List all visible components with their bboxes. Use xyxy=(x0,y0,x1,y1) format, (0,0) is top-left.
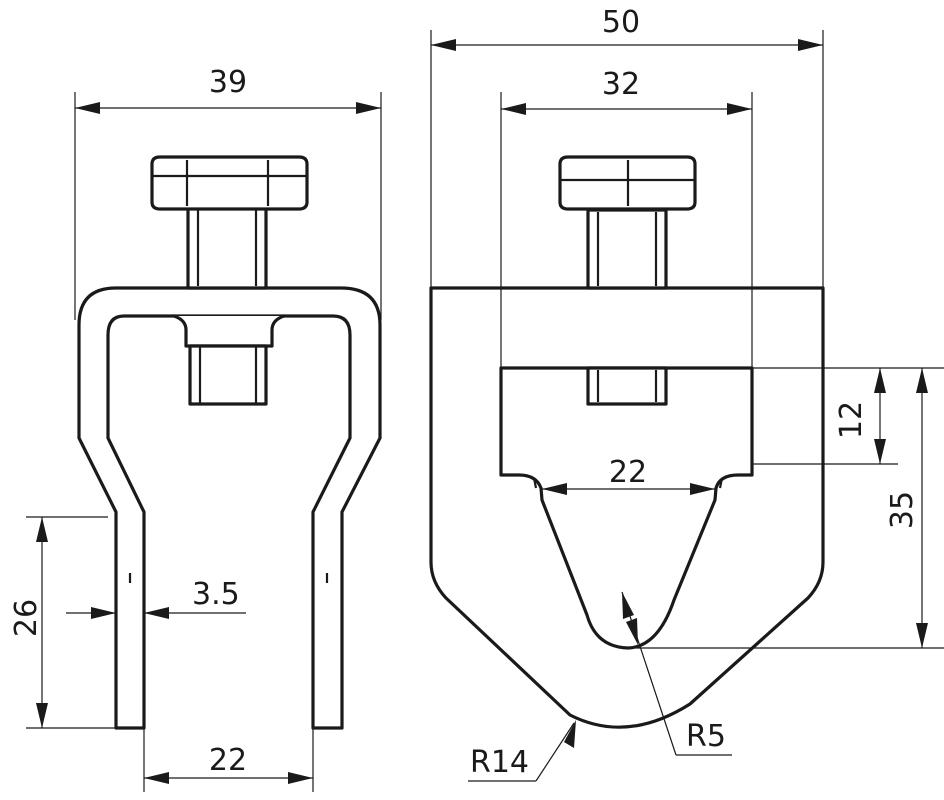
dim-side-thickness: 3.5 xyxy=(66,577,246,619)
dim-side-width: 39 xyxy=(74,65,382,320)
label-inner-radius: R5 xyxy=(686,719,726,754)
side-view xyxy=(77,155,382,730)
label-side-thickness: 3.5 xyxy=(192,577,240,612)
side-nut xyxy=(172,314,286,348)
label-front-slot-depth: 12 xyxy=(834,401,869,439)
label-front-inner: 32 xyxy=(602,67,640,102)
front-body xyxy=(429,286,825,729)
side-bolt-shank xyxy=(186,206,268,290)
front-bolt-shank xyxy=(586,208,668,290)
dim-front-slot-depth: 12 xyxy=(752,367,944,465)
side-bolt-head xyxy=(150,155,309,211)
dim-front-slot: 22 xyxy=(542,455,715,495)
label-side-width: 39 xyxy=(209,65,247,100)
front-view xyxy=(429,155,825,729)
dim-side-leg: 26 xyxy=(9,516,116,729)
dim-outer-radius: R14 xyxy=(468,720,576,782)
dim-inner-radius: R5 xyxy=(621,591,732,756)
label-side-leg: 26 xyxy=(9,599,44,637)
side-strap xyxy=(77,286,382,730)
label-side-gap: 22 xyxy=(209,743,247,778)
dim-front-depth: 35 xyxy=(636,368,944,649)
dim-front-inner: 32 xyxy=(500,67,753,368)
dim-side-gap: 22 xyxy=(143,728,314,792)
label-front-slot: 22 xyxy=(609,455,647,490)
label-front-width: 50 xyxy=(602,5,640,40)
label-outer-radius: R14 xyxy=(470,745,529,780)
label-front-depth: 35 xyxy=(885,491,920,529)
dim-front-width: 50 xyxy=(430,5,824,288)
